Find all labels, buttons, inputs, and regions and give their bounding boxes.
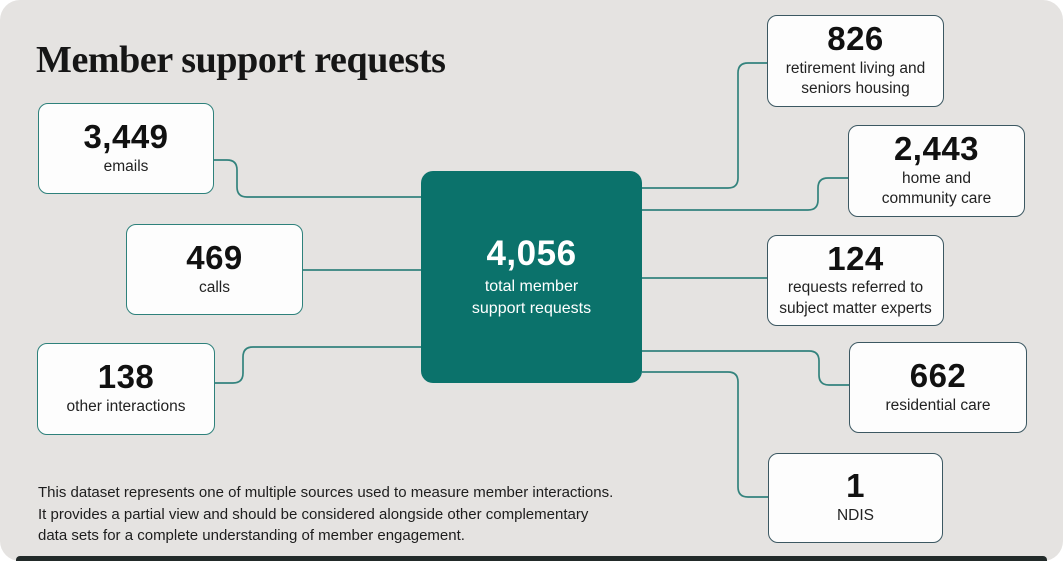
- node-total-requests: 4,056 total member support requests: [421, 171, 642, 383]
- node-retirement-living-value: 826: [827, 20, 884, 58]
- node-emails-label: emails: [103, 157, 149, 175]
- node-home-community-care-value: 2,443: [893, 130, 980, 168]
- node-emails: 3,449 emails: [38, 103, 214, 194]
- node-subject-matter-experts-value: 124: [827, 239, 884, 277]
- connector-emails: [214, 159, 421, 198]
- footnote: This dataset represents one of multiple …: [38, 484, 614, 544]
- node-other-interactions-label: other interactions: [66, 398, 186, 416]
- node-ndis: 1 NDIS: [768, 453, 943, 543]
- node-residential-care-value: 662: [909, 356, 967, 394]
- page-title: Member support requests: [36, 39, 446, 81]
- node-residential-care: 662 residential care: [849, 342, 1027, 433]
- node-retirement-living-label: retirement living and seniors housing: [785, 59, 926, 98]
- node-home-community-care: 2,443 home and community care: [848, 125, 1025, 217]
- connector-other-interactions: [215, 346, 421, 384]
- connector-residential-care: [642, 350, 849, 386]
- bottom-section-edge: [16, 556, 1047, 561]
- node-calls: 469 calls: [126, 224, 303, 315]
- node-calls-label: calls: [198, 278, 230, 296]
- node-ndis-label: NDIS: [836, 507, 875, 525]
- connector-retirement-living: [642, 62, 767, 189]
- node-subject-matter-experts-label: requests referred to subject matter expe…: [779, 279, 932, 317]
- node-total-requests-value: 4,056: [486, 233, 577, 273]
- node-home-community-care-label: home and community care: [881, 169, 992, 208]
- connector-home-community-care: [642, 177, 848, 211]
- node-emails-value: 3,449: [83, 117, 169, 155]
- connector-ndis: [642, 371, 768, 498]
- node-other-interactions: 138 other interactions: [37, 343, 215, 435]
- node-retirement-living: 826 retirement living and seniors housin…: [767, 15, 944, 107]
- node-residential-care-label: residential care: [885, 396, 991, 414]
- node-calls-value: 469: [186, 238, 243, 276]
- node-other-interactions-value: 138: [97, 358, 155, 396]
- node-subject-matter-experts: 124 requests referred to subject matter …: [767, 235, 944, 326]
- node-total-requests-label: total member support requests: [471, 278, 592, 317]
- node-ndis-value: 1: [846, 467, 865, 505]
